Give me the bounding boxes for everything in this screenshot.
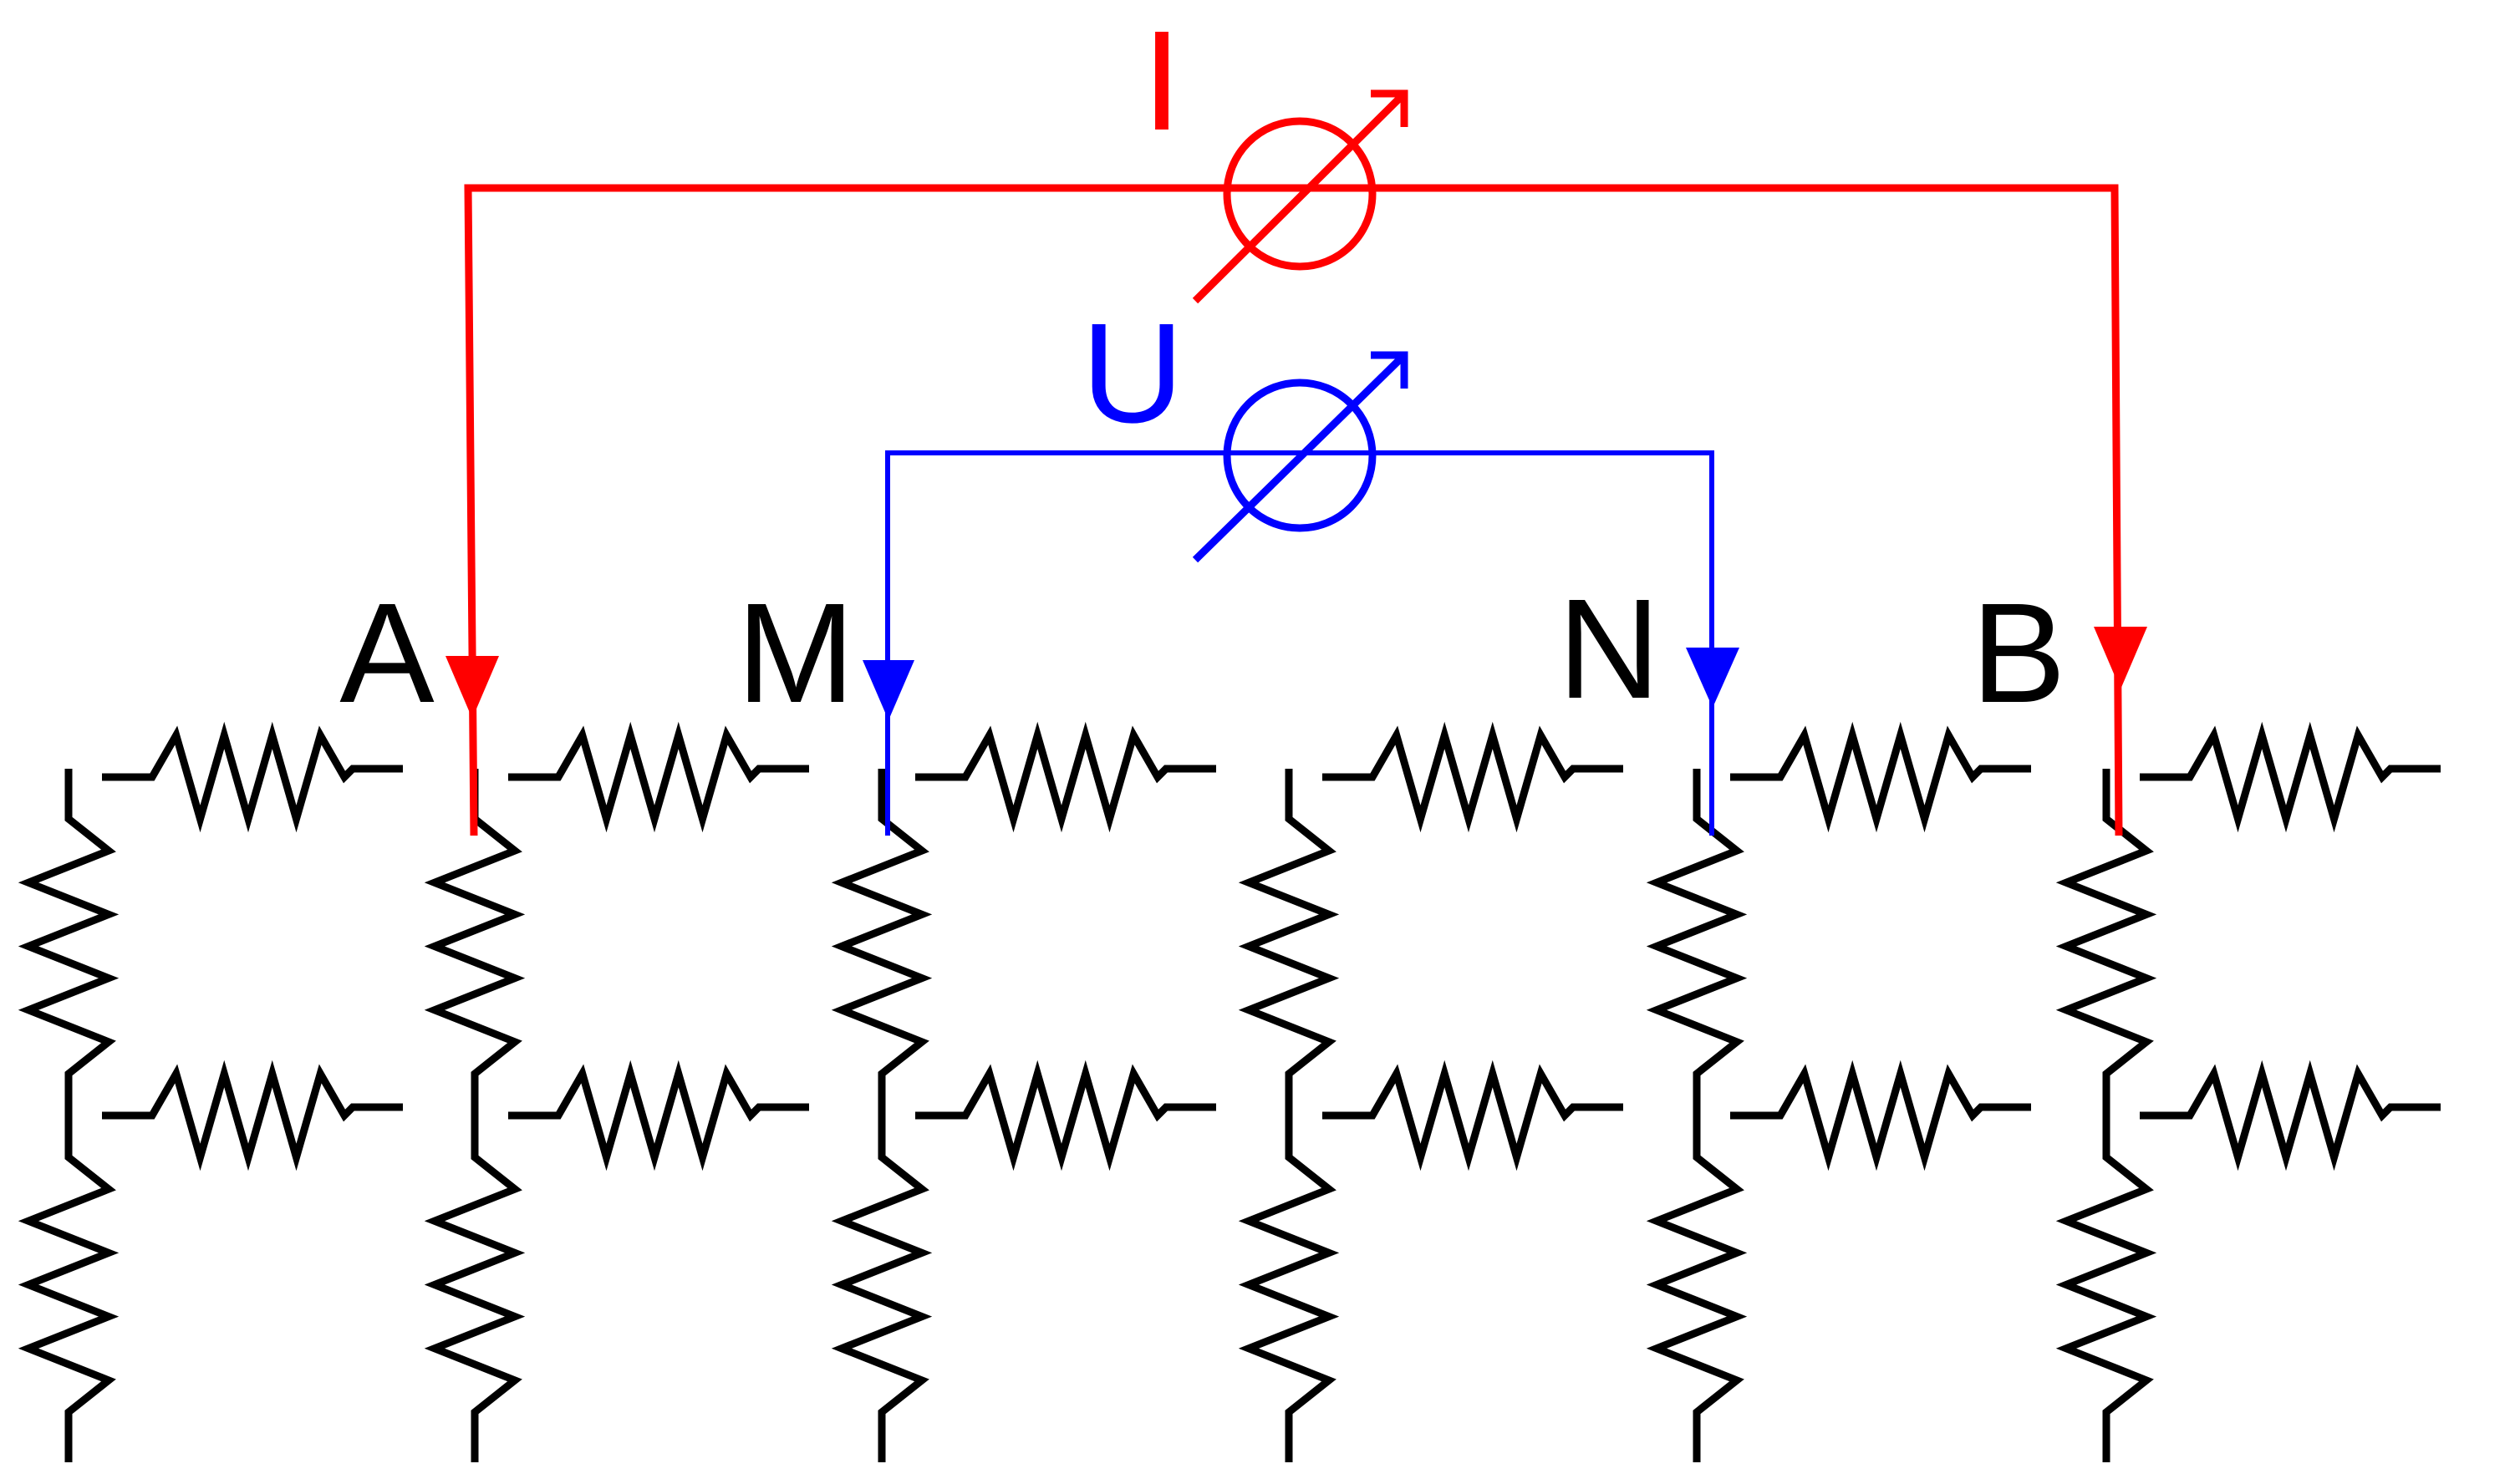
voltage-label: U [1082,294,1184,453]
resistor-h-r0-c4 [1730,721,2031,833]
resistor-h-r1-c1 [508,1060,809,1171]
electrode-b-arrow [2094,627,2147,689]
resistor-v-upper-c3 [1238,769,1340,1124]
resistor-v-lower-c1 [424,1107,526,1462]
resistor-h-r1-c3 [1322,1060,1623,1171]
resistor-h-r0-c1 [508,721,809,833]
electrode-label-b: B [1971,574,2065,733]
ammeter-dial-arrow [1192,90,1408,304]
voltmeter-dial-arrow [1192,352,1408,563]
resistor-v-lower-c3 [1238,1107,1340,1462]
electrode-a-arrow [445,656,499,719]
resistor-h-r0-c0 [102,721,403,833]
resistor-v-upper-c4 [1646,769,1748,1124]
resistor-network [18,721,2441,1462]
ammeter-arrowhead [1371,89,1408,127]
resistor-h-r0-c2 [915,721,1216,833]
resistor-v-upper-c2 [831,769,933,1124]
resistor-h-r0-c5 [2140,721,2441,833]
voltmeter-symbol [1223,379,1377,532]
resistor-h-r0-c3 [1322,721,1623,833]
electrode-label-a: A [339,574,435,733]
electrode-label-n: N [1558,570,1661,729]
voltage-circuit [863,351,1739,836]
current-circuit [445,89,2147,836]
current-wire [464,184,2123,836]
electrode-label-m: M [736,574,855,733]
resistor-h-r1-c5 [2140,1060,2441,1171]
resistor-v-upper-c0 [18,769,120,1124]
current-label: I [1142,2,1181,160]
ammeter-symbol [1223,117,1377,271]
resistor-v-lower-c0 [18,1107,120,1462]
resistor-v-lower-c4 [1646,1107,1748,1462]
electrode-n-arrow [1686,648,1739,708]
resistor-h-r1-c0 [102,1060,403,1171]
resistor-v-upper-c1 [424,769,526,1124]
resistor-v-upper-c5 [2055,769,2157,1124]
voltmeter-arrowhead [1371,351,1408,389]
electrode-m-arrow [863,660,914,720]
resistor-v-lower-c2 [831,1107,933,1462]
resistor-h-r1-c2 [915,1060,1216,1171]
resistor-h-r1-c4 [1730,1060,2031,1171]
resistor-v-lower-c5 [2055,1107,2157,1462]
